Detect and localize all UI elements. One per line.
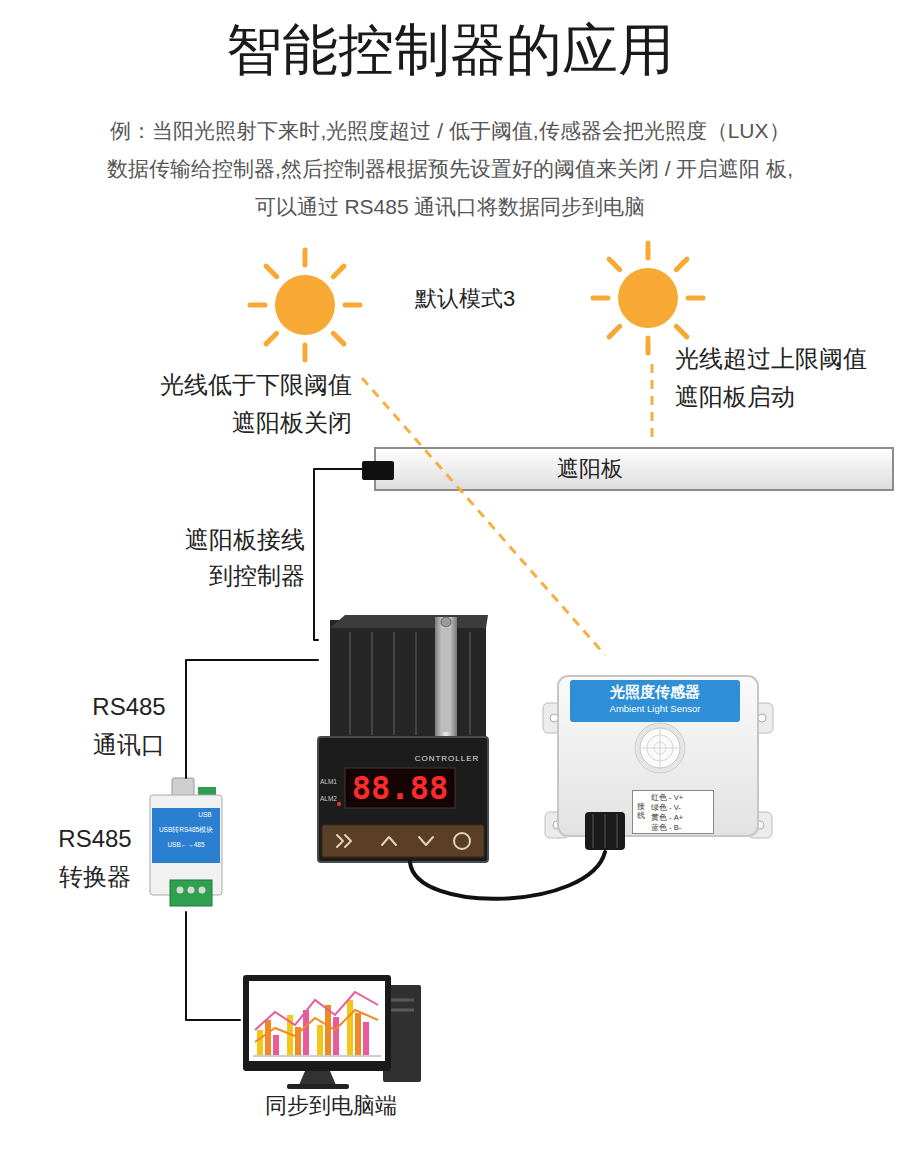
node-text: 蓝色 - B- <box>651 823 713 833</box>
monitor-screen <box>249 981 385 1061</box>
controller-front-panel <box>318 737 488 862</box>
node-text: 遮阳板 <box>525 456 655 482</box>
title: 智能控制器的应用 <box>0 16 900 84</box>
node-text: USB转RS485模块 <box>152 825 220 834</box>
mounting-bracket <box>435 617 457 739</box>
sun-ray <box>362 378 605 655</box>
terminal-screw <box>188 887 195 894</box>
node-text: 同步到电脑端 <box>240 1092 422 1120</box>
chart-axis <box>253 1056 381 1057</box>
monitor-base <box>287 1084 349 1089</box>
sensor-box: 光照度传感器 Ambient Light Sensor 接线红色 - V+绿色 - … <box>540 672 775 852</box>
terminal-screw <box>199 887 206 894</box>
controller-top <box>330 615 488 628</box>
node-text: CONTROLLER <box>410 754 484 764</box>
signal-wire <box>186 912 240 1020</box>
annotation-label: 光线超过上限阈值 遮阳板启动 <box>675 340 880 416</box>
node-text: 红色 - V+ <box>651 793 713 803</box>
node-text: USB←→485 <box>152 840 220 849</box>
button-symbols <box>337 833 470 849</box>
node-text: USB <box>192 811 218 819</box>
chart-line <box>255 1010 378 1042</box>
controller-body <box>330 620 486 745</box>
sun-ray <box>651 364 654 444</box>
drive-slot <box>390 1009 414 1012</box>
converter-box: USB USB转RS485模块 USB←→485 <box>148 778 224 912</box>
annotation-label: 例：当阳光照射下来时,光照度超过 / 低于阈值,传感器会把光照度（LUX） 数据… <box>92 112 808 226</box>
node-text: 黄色 - A+ <box>651 813 713 823</box>
bracket-bolt <box>441 617 451 627</box>
sensor-cable <box>410 852 605 899</box>
drive-slot <box>390 999 414 1002</box>
signal-wire <box>186 660 318 778</box>
pir-facets <box>640 728 680 768</box>
node-text: 光照度传感器 <box>570 683 740 701</box>
sensor-label-strip <box>570 680 740 722</box>
sun-icon <box>250 250 360 360</box>
wiring-label-box: 接线红色 - V+绿色 - V-黄色 - A+蓝色 - B- <box>632 790 714 834</box>
node-text: ALM1 <box>320 778 344 786</box>
pir-base <box>635 723 685 773</box>
chart-bars <box>257 1000 369 1055</box>
annotation-label: RS485 通讯口 <box>83 688 175 764</box>
screw-hole <box>758 714 766 722</box>
converter-label <box>152 808 220 863</box>
sun-icon <box>593 243 703 353</box>
button-strip <box>322 825 484 857</box>
annotation-label: 默认模式3 <box>415 284 565 314</box>
sunshade-box: 遮阳板 <box>375 448 893 490</box>
usb-connector <box>172 778 194 797</box>
display-window <box>345 768 455 808</box>
node-text: ALM2 <box>320 795 344 803</box>
annotation-label: RS485 转换器 <box>48 820 142 896</box>
computer-box: 同步到电脑端 <box>240 968 423 1123</box>
alarm-led <box>337 802 341 806</box>
annotation-label: 光线低于下限阈值 遮阳板关闭 <box>147 366 352 442</box>
node-text: 接线 <box>637 803 645 821</box>
controller-box: CONTROLLER 88.88ALM1ALM2 <box>318 615 488 862</box>
cable-plug <box>362 461 394 480</box>
sunshade-panel <box>375 448 893 490</box>
mounting-bracket <box>441 628 451 732</box>
screw-hole <box>550 714 558 722</box>
sensor-housing <box>558 676 758 836</box>
monitor-stand <box>299 1071 336 1085</box>
cable-gland <box>585 812 625 850</box>
node-text: 88.88 <box>345 770 455 806</box>
monitor-bezel <box>243 975 391 1071</box>
node-text: 绿色 - V- <box>651 803 713 813</box>
annotation-label: 遮阳板接线 到控制器 <box>180 522 305 594</box>
terminal-block <box>170 880 212 906</box>
cable-gland <box>593 814 617 848</box>
signal-wire <box>314 469 375 640</box>
pir-dome <box>640 728 680 768</box>
terminal-screw <box>177 887 184 894</box>
node-text: Ambient Light Sensor <box>570 703 740 715</box>
